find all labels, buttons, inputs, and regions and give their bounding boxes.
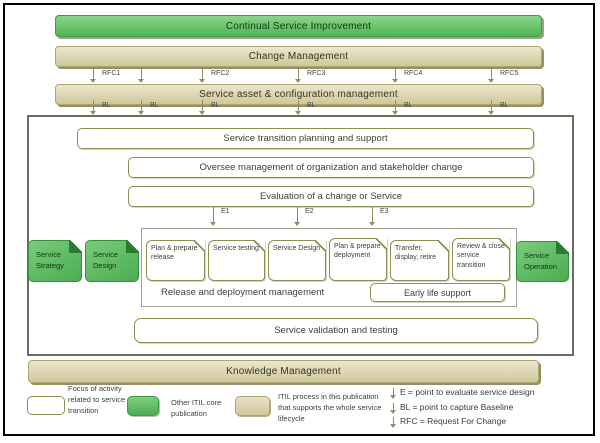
down-arrow-icon	[295, 68, 301, 83]
down-arrow-icon	[199, 68, 205, 83]
bar-knowledge-management: Knowledge Management	[28, 360, 539, 383]
doc-service-testing: Service testing	[208, 240, 265, 281]
legend-tan-swatch	[235, 396, 270, 416]
bar-change-management: Change Management	[55, 46, 542, 67]
e-label: E1	[221, 208, 230, 215]
doc-plan-prepare-deployment: Plan & prepare deployment	[329, 238, 387, 281]
box-oversee-management: Oversee management of organization and s…	[128, 157, 534, 178]
down-arrow-icon	[390, 402, 397, 414]
down-arrow-icon	[199, 100, 205, 115]
down-arrow-icon	[138, 100, 144, 115]
down-arrow-icon	[294, 206, 300, 226]
bl-label: BL	[500, 102, 509, 109]
legend-note-rfc: RFC = Request For Change	[390, 416, 506, 428]
legend-tan-label: ITIL process in this publication that su…	[278, 392, 382, 423]
down-arrow-icon	[138, 68, 144, 83]
doc-transfer-display-retire: Transfer, display, retire	[390, 240, 449, 281]
box-service-validation-testing: Service validation and testing	[134, 318, 538, 343]
rfc-label: RFC2	[211, 70, 230, 77]
bl-label: BL	[404, 102, 413, 109]
tab-service-design: Service Design	[85, 240, 139, 282]
legend-note-text: RFC = Request For Change	[400, 416, 507, 426]
down-arrow-icon	[488, 100, 494, 115]
e-label: E3	[380, 208, 389, 215]
down-arrow-icon	[392, 68, 398, 83]
legend-note-text: BL = point to capture Baseline	[400, 402, 514, 412]
release-deployment-label: Release and deployment management	[161, 287, 325, 298]
down-arrow-icon	[390, 416, 397, 428]
legend-white-swatch	[27, 396, 65, 415]
rfc-label: RFC3	[307, 70, 326, 77]
down-arrow-icon	[295, 100, 301, 115]
down-arrow-icon	[488, 68, 494, 83]
down-arrow-icon	[392, 100, 398, 115]
rfc-label: RFC4	[404, 70, 423, 77]
doc-review-close-transition: Review & close service transition	[452, 238, 510, 281]
down-arrow-icon	[90, 68, 96, 83]
legend-note-e: E = point to evaluate service design	[390, 387, 534, 399]
legend-note-bl: BL = point to capture Baseline	[390, 402, 513, 414]
tab-service-strategy: Service Strategy	[28, 240, 82, 282]
rfc-label: RFC5	[500, 70, 519, 77]
tab-service-operation: Service Operation	[516, 241, 569, 282]
bl-label: BL	[102, 102, 111, 109]
bl-label: BL	[211, 102, 220, 109]
legend-green-swatch	[127, 396, 159, 416]
down-arrow-icon	[210, 206, 216, 226]
rfc-label: RFC1	[102, 70, 121, 77]
box-evaluation: Evaluation of a change or Service	[128, 186, 534, 207]
legend-white-label: Focus of activity related to service tra…	[68, 384, 126, 415]
box-early-life-support: Early life support	[370, 283, 505, 302]
down-arrow-icon	[369, 206, 375, 226]
diagram-border	[3, 3, 595, 436]
doc-service-design: Service Design	[268, 240, 326, 281]
bar-continual-service-improvement: Continual Service Improvement	[55, 15, 542, 37]
down-arrow-icon	[90, 100, 96, 115]
legend-note-text: E = point to evaluate service design	[400, 387, 535, 397]
bl-label: BL	[150, 102, 159, 109]
box-transition-planning: Service transition planning and support	[77, 128, 534, 149]
doc-plan-prepare-release: Plan & prepare release	[146, 240, 205, 281]
e-label: E2	[305, 208, 314, 215]
legend-green-label: Other ITIL core publication	[171, 398, 222, 418]
bl-label: BL	[307, 102, 316, 109]
down-arrow-icon	[390, 387, 397, 399]
